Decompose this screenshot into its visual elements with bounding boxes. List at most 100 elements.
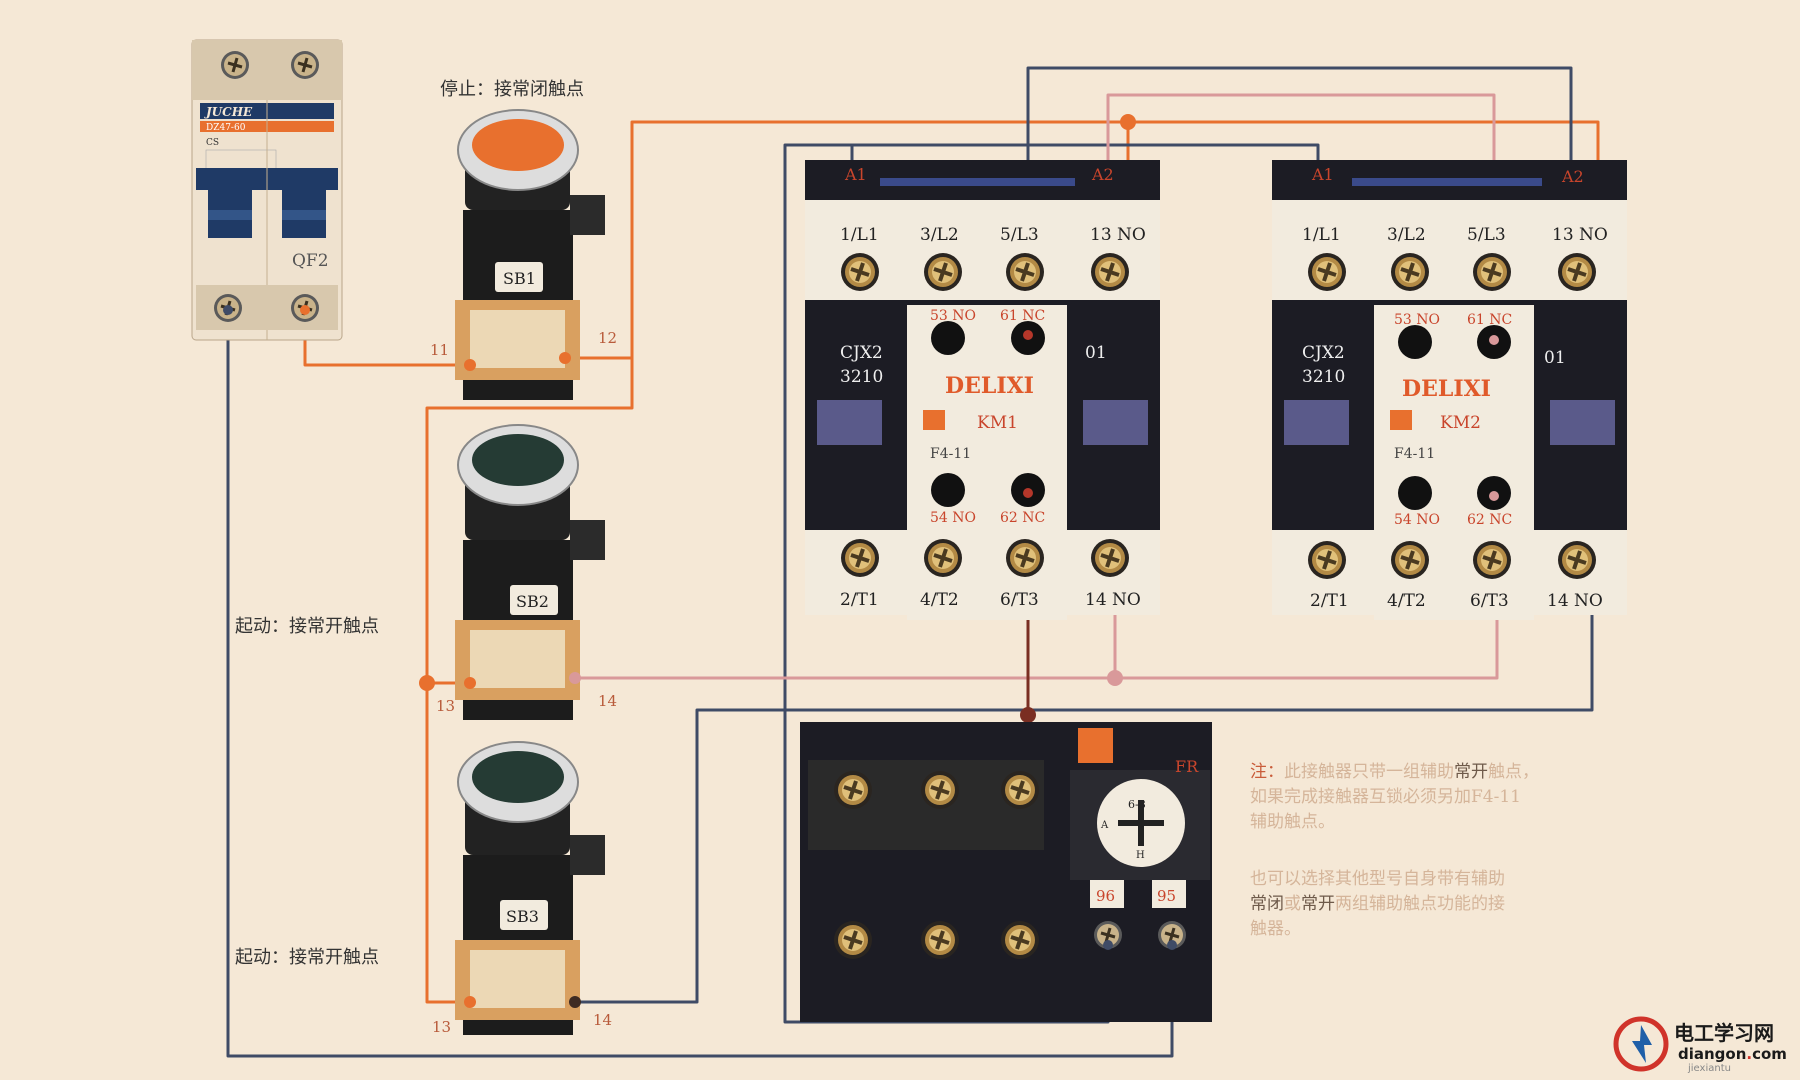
breaker-model: DZ47-60 <box>206 123 246 133</box>
terminal-screw <box>839 537 881 579</box>
breaker-id: QF2 <box>292 251 329 271</box>
fr-95: 95 <box>1157 887 1176 905</box>
pushbutton-sb1: 停止：接常闭触点 SB1 11 12 <box>430 79 617 400</box>
terminal-screw <box>832 769 874 811</box>
wire-sb3-km2 <box>575 615 1594 1004</box>
km1-bot-4: 14 NO <box>1085 590 1141 610</box>
km1-side: 01 <box>1085 343 1107 363</box>
note-2f: 触器。 <box>1250 919 1301 939</box>
km2-side: 01 <box>1544 348 1566 368</box>
note-1d: 触点， <box>1488 762 1539 782</box>
stop-label: 停止：接常闭触点 <box>440 79 584 100</box>
km2-bot-2: 4/T2 <box>1387 591 1426 611</box>
km2-model1: CJX2 <box>1302 343 1345 363</box>
km1-model2: 3210 <box>840 367 883 387</box>
km2-a2: A2 <box>1561 167 1584 186</box>
km1-a1: A1 <box>844 165 867 184</box>
km1-aux-bot-2: 62 NC <box>1000 510 1045 526</box>
terminal-screw <box>1089 537 1131 579</box>
breaker-cert: CS <box>206 138 219 148</box>
km1-a2: A2 <box>1091 165 1114 184</box>
fr-dial: 6-8 <box>1128 798 1146 811</box>
watermark-icon <box>1613 1016 1669 1072</box>
terminal-screw <box>1306 251 1348 293</box>
pushbutton-sb3: 起动：接常开触点 SB3 13 14 <box>235 741 612 1036</box>
terminal-screw <box>999 769 1041 811</box>
watermark-sub: jiexiantu <box>1688 1063 1731 1074</box>
junction-dot <box>419 675 435 691</box>
note-2d: 常开 <box>1301 894 1335 914</box>
km2-model2: 3210 <box>1302 367 1345 387</box>
terminal-screw <box>1306 539 1348 581</box>
terminal-screw <box>922 251 964 293</box>
sb1-term-left: 11 <box>430 341 449 359</box>
junction-dots <box>419 114 1136 723</box>
junction-dot <box>1120 114 1136 130</box>
terminal-screw <box>1389 251 1431 293</box>
junction-dot <box>1107 670 1123 686</box>
note-1c: 常开 <box>1454 762 1488 782</box>
km1-bot-3: 6/T3 <box>1000 590 1039 610</box>
km2-brand: DELIXI <box>1402 376 1491 402</box>
km1-model1: CJX2 <box>840 343 883 363</box>
km2-aux-top-2: 61 NC <box>1467 312 1512 328</box>
contactor-km1: A1 A2 1/L1 3/L2 5/L3 13 NO CJX2 3210 01 … <box>805 160 1160 620</box>
km2-a1: A1 <box>1311 165 1334 184</box>
breaker-top-screw-left <box>219 49 251 81</box>
sb3-term-left: 13 <box>432 1018 451 1036</box>
pushbutton-sb2: 起动：接常开触点 SB2 13 14 <box>235 424 617 720</box>
breaker-top-screw-right <box>289 49 321 81</box>
start2-label: 起动：接常开触点 <box>235 947 379 968</box>
contactor-km2: A1 A2 1/L1 3/L2 5/L3 13 NO CJX2 3210 01 … <box>1272 160 1627 620</box>
km1-top-4: 13 NO <box>1090 225 1146 245</box>
note-2c: 或 <box>1284 894 1301 914</box>
km2-id: KM2 <box>1440 413 1481 433</box>
terminal-screw <box>919 919 961 961</box>
note-1b: 此接触器只带一组辅助 <box>1284 762 1454 782</box>
watermark-site-b: com <box>1752 1045 1787 1063</box>
km1-aux-top-1: 53 NO <box>930 308 976 324</box>
km2-bot-3: 6/T3 <box>1470 591 1509 611</box>
note-2b: 常闭 <box>1250 894 1284 914</box>
watermark-site-a: diangon <box>1678 1045 1747 1063</box>
terminal-screw <box>999 919 1041 961</box>
km1-bot-1: 2/T1 <box>840 590 879 610</box>
start2-cap-icon <box>472 751 564 803</box>
watermark-title: 电工学习网 <box>1674 1021 1774 1045</box>
terminal-screw <box>1004 251 1046 293</box>
note-1e: 如果完成接触器互锁必须另加F4-11 <box>1250 787 1521 807</box>
fr-id: FR <box>1175 757 1199 776</box>
terminal-screw <box>1556 251 1598 293</box>
thermal-relay-fr: FR 6-8 A H 96 95 <box>800 722 1212 1022</box>
km2-bot-4: 14 NO <box>1547 591 1603 611</box>
km1-aux-model: F4-11 <box>930 446 971 462</box>
breaker-brand: JUCHE <box>204 105 253 119</box>
fr-96: 96 <box>1096 887 1115 905</box>
fr-dial-a: A <box>1100 820 1109 831</box>
note-2e: 两组辅助触点功能的接 <box>1335 894 1505 914</box>
note-paragraph-1: 注：此接触器只带一组辅助常开触点， 如果完成接触器互锁必须另加F4-11 辅助触… <box>1250 760 1610 835</box>
km2-top-3: 5/L3 <box>1467 225 1506 245</box>
km1-top-2: 3/L2 <box>920 225 959 245</box>
km1-top-3: 5/L3 <box>1000 225 1039 245</box>
terminal-screw <box>919 769 961 811</box>
sb3-term-right: 14 <box>593 1011 612 1029</box>
terminal-screw <box>1556 539 1598 581</box>
reset-button-icon <box>1078 728 1113 763</box>
km2-aux-bot-2: 62 NC <box>1467 512 1512 528</box>
start1-label: 起动：接常开触点 <box>235 616 379 637</box>
watermark-site: diangon.com <box>1678 1045 1787 1063</box>
km2-top-2: 3/L2 <box>1387 225 1426 245</box>
km2-aux-model: F4-11 <box>1394 446 1435 462</box>
km1-bot-2: 4/T2 <box>920 590 959 610</box>
fr-dial-h: H <box>1136 850 1145 861</box>
km1-aux-bot-1: 54 NO <box>930 510 976 526</box>
terminal-screw <box>832 919 874 961</box>
km1-brand: DELIXI <box>945 373 1034 399</box>
sb2-id: SB2 <box>516 592 549 611</box>
km1-id: KM1 <box>977 413 1018 433</box>
terminal-screw <box>1471 539 1513 581</box>
terminal-screw <box>922 537 964 579</box>
